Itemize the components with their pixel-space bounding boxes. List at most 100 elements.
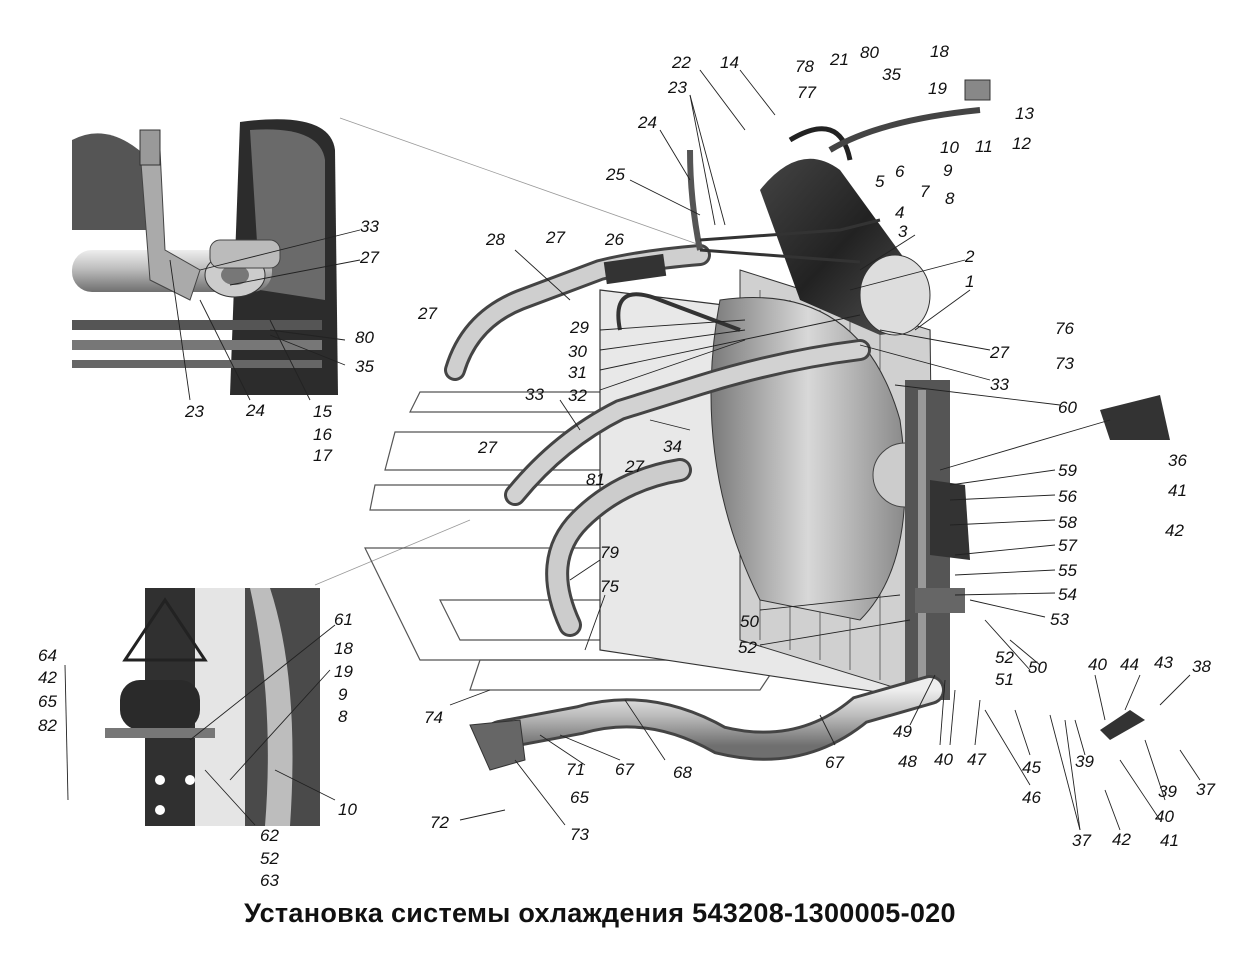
callout-8: 8 — [945, 189, 955, 208]
callout-46: 46 — [1022, 788, 1041, 807]
callout-33b: 33 — [525, 385, 544, 404]
callout-56: 56 — [1058, 487, 1077, 506]
callout-inset-9: 9 — [338, 685, 348, 704]
inset-guide-line-2 — [314, 519, 471, 586]
callout-50b: 50 — [1028, 658, 1047, 677]
callout-47: 47 — [967, 750, 986, 769]
callout-65: 65 — [570, 788, 589, 807]
callout-25: 25 — [605, 165, 625, 184]
callout-inset-65: 65 — [38, 692, 57, 711]
callout-40c: 40 — [1155, 807, 1174, 826]
callout-78: 78 — [795, 57, 814, 76]
callout-18: 18 — [930, 42, 949, 61]
callout-71: 71 — [566, 760, 585, 779]
callout-54: 54 — [1058, 585, 1077, 604]
callout-27: 27 — [545, 228, 565, 247]
callout-inset-64: 64 — [38, 646, 57, 665]
callout-inset-62: 62 — [260, 826, 279, 845]
callout-39b: 39 — [1158, 782, 1177, 801]
callout-51: 51 — [995, 670, 1014, 689]
callout-72: 72 — [430, 813, 449, 832]
callout-40b: 40 — [934, 750, 953, 769]
leader-lines — [64, 69, 1201, 831]
callout-45: 45 — [1022, 758, 1041, 777]
callout-26: 26 — [604, 230, 624, 249]
callout-12: 12 — [1012, 134, 1031, 153]
callout-inset-42: 42 — [38, 668, 57, 687]
callout-67: 67 — [615, 760, 634, 779]
callout-19: 19 — [928, 79, 947, 98]
callout-58: 58 — [1058, 513, 1077, 532]
callout-27d: 27 — [477, 438, 497, 457]
callout-9: 9 — [943, 161, 953, 180]
callout-14: 14 — [720, 53, 739, 72]
callout-80: 80 — [860, 43, 879, 62]
callout-41: 41 — [1168, 481, 1187, 500]
callout-5: 5 — [875, 172, 885, 191]
callout-31: 31 — [568, 363, 587, 382]
callout-52b: 52 — [995, 648, 1014, 667]
inset-bottom-left — [105, 588, 320, 826]
callout-inset-16: 16 — [313, 425, 332, 444]
callout-57: 57 — [1058, 536, 1077, 555]
callout-44: 44 — [1120, 655, 1139, 674]
callout-76: 76 — [1055, 319, 1074, 338]
callout-inset-33: 33 — [360, 217, 379, 236]
callout-59: 59 — [1058, 461, 1077, 480]
callout-22: 22 — [671, 53, 691, 72]
callout-73: 73 — [1055, 354, 1074, 373]
callout-inset-17: 17 — [313, 446, 332, 465]
callout-inset-23: 23 — [184, 402, 204, 421]
callout-74: 74 — [424, 708, 443, 727]
callout-42: 42 — [1165, 521, 1184, 540]
callout-52: 52 — [738, 638, 757, 657]
callout-inset-35: 35 — [355, 357, 374, 376]
callout-labels: 22 14 23 24 25 78 21 80 18 35 19 77 13 1… — [38, 42, 1215, 890]
callout-55: 55 — [1058, 561, 1077, 580]
callout-inset-10: 10 — [338, 800, 357, 819]
callout-60: 60 — [1058, 398, 1077, 417]
callout-37: 37 — [1196, 780, 1215, 799]
diagram-title: Установка системы охлаждения 543208-1300… — [244, 898, 956, 928]
callout-36: 36 — [1168, 451, 1187, 470]
callout-40: 40 — [1088, 655, 1107, 674]
inset-top-left — [72, 115, 340, 395]
callout-43: 43 — [1154, 653, 1173, 672]
callout-33: 33 — [990, 375, 1009, 394]
callout-6: 6 — [895, 162, 905, 181]
callout-28: 28 — [485, 230, 505, 249]
callout-37b: 37 — [1072, 831, 1091, 850]
callout-41b: 41 — [1160, 831, 1179, 850]
callout-79: 79 — [600, 543, 619, 562]
callout-inset-15: 15 — [313, 402, 332, 421]
callout-inset-18: 18 — [334, 639, 353, 658]
callout-77: 77 — [797, 83, 816, 102]
callout-68: 68 — [673, 763, 692, 782]
callout-inset-63: 63 — [260, 871, 279, 890]
callout-29: 29 — [569, 318, 589, 337]
callout-81: 81 — [586, 470, 605, 489]
callout-1: 1 — [965, 272, 974, 291]
callout-23: 23 — [667, 78, 687, 97]
callout-13: 13 — [1015, 104, 1034, 123]
callout-inset-27: 27 — [359, 248, 379, 267]
callout-inset-52: 52 — [260, 849, 279, 868]
callout-inset-80: 80 — [355, 328, 374, 347]
callout-inset-8: 8 — [338, 707, 348, 726]
callout-50: 50 — [740, 612, 759, 631]
callout-32: 32 — [568, 386, 587, 405]
callout-75: 75 — [600, 577, 619, 596]
callout-34: 34 — [663, 437, 682, 456]
callout-3: 3 — [898, 222, 908, 241]
callout-35: 35 — [882, 65, 901, 84]
callout-inset-61: 61 — [334, 610, 353, 629]
callout-inset-19: 19 — [334, 662, 353, 681]
expansion-tank — [760, 126, 931, 336]
callout-10: 10 — [940, 138, 959, 157]
callout-24: 24 — [637, 113, 657, 132]
callout-inset-24: 24 — [245, 401, 265, 420]
callout-21: 21 — [829, 50, 849, 69]
callout-27c: 27 — [989, 343, 1009, 362]
callout-27b: 27 — [417, 304, 437, 323]
